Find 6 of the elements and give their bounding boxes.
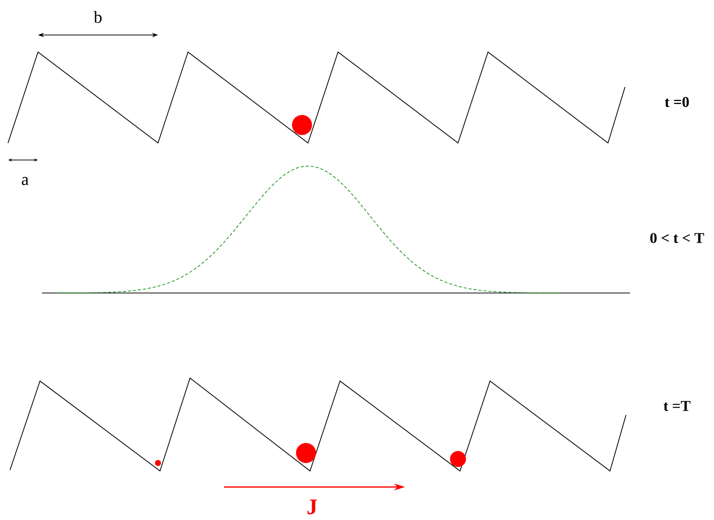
time-label: t =0 (664, 96, 689, 108)
dimension-label: a (22, 176, 29, 186)
time-label: t =T (664, 401, 690, 411)
current-label: J (307, 500, 317, 514)
time-label: 0 < t < T (650, 232, 704, 244)
dimension-label: b (94, 11, 102, 23)
